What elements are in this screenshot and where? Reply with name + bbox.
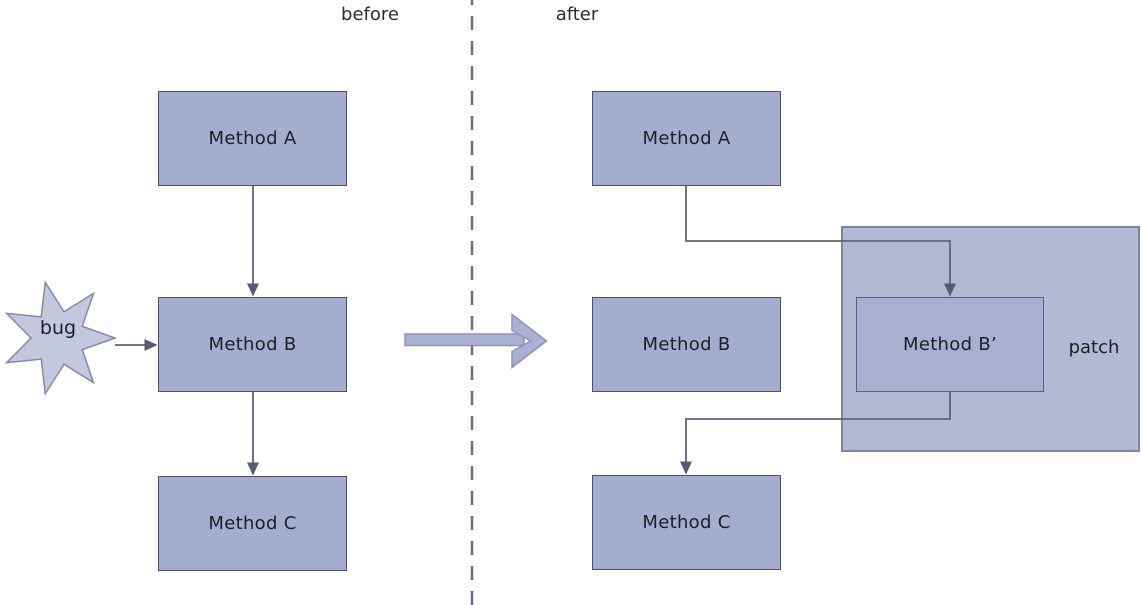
transition-arrow-shaft [404,333,525,347]
method-b-label-after: Method B [642,334,731,355]
after-section-label: after [555,4,599,25]
method-b-box-before: Method B [158,297,347,392]
method-b-patched-box: Method B’ [856,297,1044,392]
method-a-label-before: Method A [208,128,297,149]
method-c-label-after: Method C [642,512,731,533]
bug-label: bug [39,317,77,339]
transition-arrow-head [511,312,548,370]
method-b-box-after: Method B [592,297,781,392]
patch-label: patch [1068,336,1120,358]
method-c-box-after: Method C [592,475,781,570]
method-a-box-before: Method A [158,91,347,186]
method-b-patched-label: Method B’ [902,334,997,355]
method-a-label-after: Method A [642,128,731,149]
method-c-box-before: Method C [158,476,347,571]
method-c-label-before: Method C [208,513,297,534]
before-section-label: before [341,4,399,25]
method-a-box-after: Method A [592,91,781,186]
method-b-label-before: Method B [208,334,297,355]
